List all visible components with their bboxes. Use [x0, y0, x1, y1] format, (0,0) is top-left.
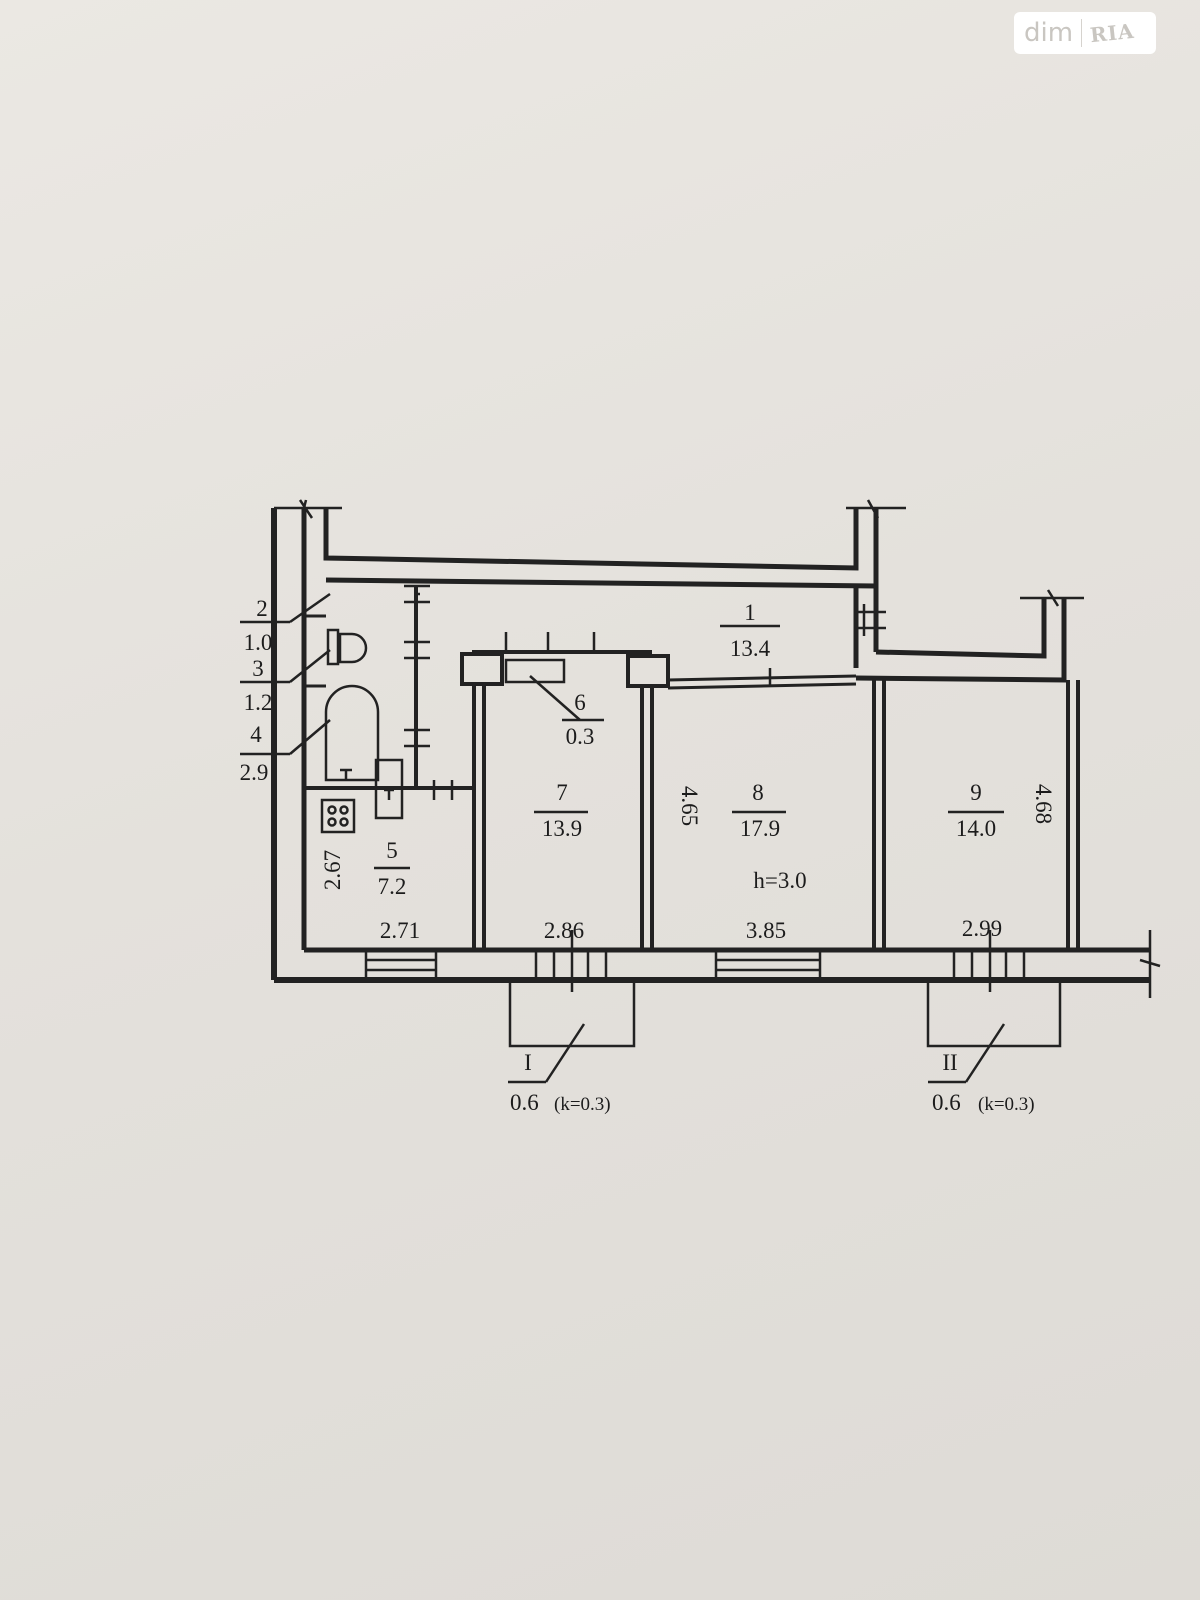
dimension-2-67: 2.67	[320, 850, 345, 890]
window	[714, 948, 822, 982]
legend-leaders	[240, 592, 1004, 1084]
watermark-brand: dim	[1024, 18, 1074, 48]
sink-icon	[374, 758, 404, 820]
closet-6	[504, 658, 581, 721]
door-mark	[856, 604, 886, 636]
leader-line	[964, 1023, 1006, 1083]
room-6-area: 0.3	[566, 724, 595, 749]
balcony-2	[926, 980, 1062, 1048]
room-7-number: 7	[556, 780, 568, 805]
balcony-2-label: II	[942, 1050, 957, 1075]
column	[460, 652, 504, 686]
balcony-2-area: 0.6	[932, 1090, 961, 1115]
leader-line	[529, 675, 581, 721]
balcony-1-coef: (k=0.3)	[554, 1094, 611, 1115]
room-1-number: 1	[744, 600, 756, 625]
balcony-1-label: I	[524, 1050, 532, 1075]
room-2-area: 1.0	[244, 630, 273, 655]
room-8-area: 17.9	[740, 816, 780, 841]
column	[626, 654, 670, 688]
dimension-labels: 2.67 4.65 4.68 h=3.0 2.71 2.86 3.85 2.99	[320, 784, 1056, 943]
window	[364, 948, 438, 982]
corridor-outer-wall	[323, 508, 859, 571]
dimension-4-68: 4.68	[1031, 784, 1056, 824]
door-marks	[404, 584, 772, 800]
dimria-watermark: dim RIA	[1014, 12, 1156, 54]
fixtures	[320, 628, 404, 834]
break-mark	[1139, 930, 1161, 998]
closet-box	[504, 658, 566, 684]
hall-bottom-wall-b	[667, 682, 857, 690]
stove-icon	[320, 798, 356, 834]
dimension-4-65: 4.65	[677, 786, 702, 826]
balcony-door	[952, 950, 1026, 980]
balcony-door	[534, 950, 608, 980]
right-upper-wall	[875, 598, 1047, 659]
balcony-1	[508, 980, 636, 1048]
hall-bottom-wall	[667, 674, 857, 682]
hall-top-wall	[325, 577, 877, 589]
toilet-tank	[326, 628, 340, 666]
room-5-number: 5	[386, 838, 398, 863]
room-3-area: 1.2	[244, 690, 273, 715]
dimension-2-71: 2.71	[380, 918, 420, 943]
room-7-area: 13.9	[542, 816, 582, 841]
balconies	[508, 930, 1062, 1083]
room-1-area: 13.4	[730, 636, 771, 661]
leader-line	[544, 1023, 586, 1083]
room-5-area: 7.2	[378, 874, 407, 899]
room-2-number: 2	[256, 596, 268, 621]
dimension-2-99: 2.99	[962, 916, 1002, 941]
break-mark	[846, 499, 906, 519]
bathtub-icon	[324, 684, 380, 782]
room-9-area: 14.0	[956, 816, 996, 841]
room-6-number: 6	[574, 690, 586, 715]
room-4-area: 2.9	[240, 760, 269, 785]
balcony-labels: I 0.6 (k=0.3) II 0.6 (k=0.3)	[510, 1050, 1035, 1115]
windows	[364, 948, 1026, 982]
watermark-divider	[1081, 19, 1083, 47]
columns	[460, 652, 670, 688]
room9-top-wall	[855, 598, 1067, 683]
break-mark	[274, 499, 342, 519]
room-labels: 2 1.0 3 1.2 4 2.9 1 13.4 6 0.3 7 13.9 8 …	[240, 596, 997, 899]
room-9-number: 9	[970, 780, 982, 805]
toilet-icon	[338, 632, 368, 664]
dimension-2-86: 2.86	[544, 918, 584, 943]
break-mark	[1020, 589, 1084, 607]
balcony-2-coef: (k=0.3)	[978, 1094, 1035, 1115]
room-4-number: 4	[250, 722, 262, 747]
tap-icon	[340, 768, 352, 780]
balcony-1-area: 0.6	[510, 1090, 539, 1115]
ceiling-height: h=3.0	[753, 868, 806, 893]
room-3-number: 3	[252, 656, 264, 681]
room-8-number: 8	[752, 780, 764, 805]
dimension-3-85: 3.85	[746, 918, 786, 943]
